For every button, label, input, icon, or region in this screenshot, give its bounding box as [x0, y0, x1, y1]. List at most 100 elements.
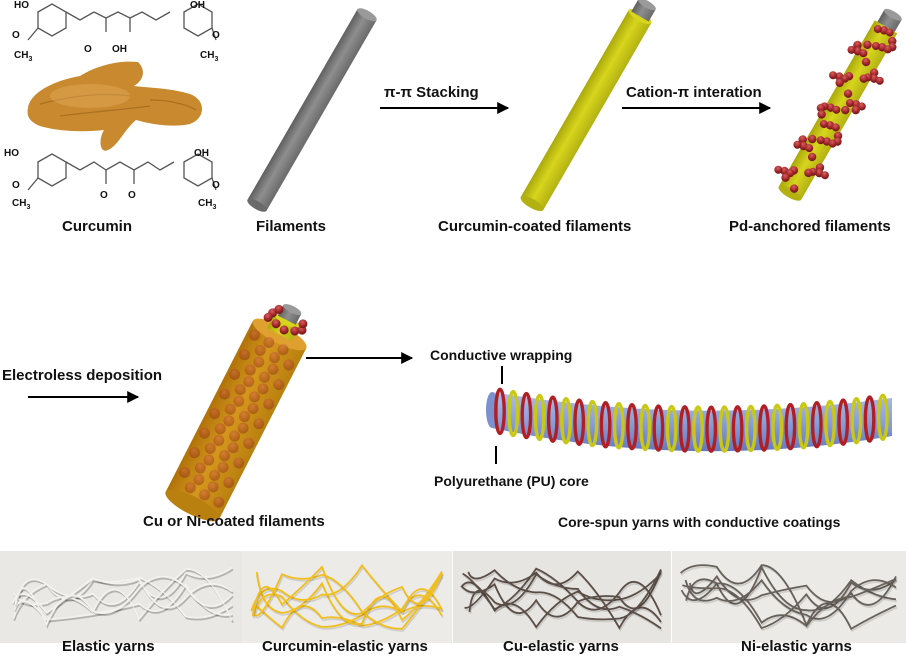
pd-particle: [835, 78, 844, 87]
pd-particle: [774, 165, 783, 174]
embedded-particle: [199, 427, 211, 439]
embedded-particle: [237, 422, 249, 434]
chem-o-methoxy-4: O: [212, 180, 220, 191]
yarn-strand: [255, 571, 443, 626]
embedded-particle: [249, 329, 261, 341]
embedded-particle: [199, 489, 211, 501]
chem-ch3-3: CH3: [12, 198, 31, 211]
pd-particle: [859, 49, 868, 58]
yarn-shadow: [256, 596, 444, 632]
label-curcumin-coated: Curcumin-coated filaments: [438, 218, 632, 235]
photo-curcumin-elastic-yarns: [242, 551, 452, 643]
yarn-shadow: [468, 571, 663, 623]
pd-particle: [828, 139, 837, 148]
label-filaments: Filaments: [256, 218, 327, 235]
pd-particle: [807, 152, 817, 162]
pd-particle: [820, 171, 829, 180]
coil-red: [652, 404, 665, 452]
yarn-strand: [11, 577, 233, 614]
pd-nanoparticles-top: [263, 304, 308, 336]
yarn-shadow: [256, 573, 444, 628]
label-cu-ni-coated: Cu or Ni-coated filaments: [143, 513, 325, 530]
embedded-particle: [263, 398, 275, 410]
yarn-shadow: [465, 572, 663, 632]
pd-particle: [843, 89, 853, 98]
embedded-particle: [233, 457, 245, 469]
label-pi-stacking: π-π Stacking: [384, 84, 479, 101]
embedded-particle: [179, 466, 191, 478]
pd-particle: [829, 71, 838, 80]
pd-particle: [279, 325, 289, 335]
coil-red: [731, 405, 744, 453]
yarn-strand: [460, 581, 662, 618]
photo-elastic-yarns: [0, 551, 242, 643]
coil-red: [784, 402, 797, 451]
coil-yellow: [850, 396, 863, 445]
yarn-shadow: [685, 580, 898, 622]
yarn-strand: [462, 567, 662, 611]
coil-red: [678, 405, 691, 453]
pd-particle: [873, 25, 882, 34]
chem-o-methoxy-1: O: [12, 30, 20, 41]
label-conductive-wrapping: Conductive wrapping: [430, 347, 573, 363]
chem-o-methoxy-2: O: [212, 30, 220, 41]
curcumin-coated-cylinder: [520, 0, 656, 212]
pd-particle: [885, 28, 894, 37]
coil-red: [705, 405, 718, 453]
yarn-shadow: [13, 570, 234, 623]
yarn-strand: [250, 563, 443, 613]
embedded-particle: [247, 403, 259, 415]
embedded-particle: [189, 447, 201, 459]
yarn-shadow: [13, 568, 234, 621]
embedded-particle: [193, 474, 205, 486]
chem-oh-1: OH: [190, 0, 205, 11]
embedded-particle: [194, 462, 206, 474]
embedded-particle: [209, 469, 221, 481]
embedded-particle: [219, 450, 231, 462]
chem-o-methoxy-3: O: [12, 180, 20, 191]
embedded-particle: [214, 423, 226, 435]
embedded-particle: [227, 442, 239, 454]
coil-yellow: [533, 393, 546, 442]
yarn-strand: [680, 564, 897, 612]
pd-particle: [274, 304, 284, 314]
pd-particle: [875, 76, 884, 85]
coil-red: [863, 395, 876, 443]
yarn-strand: [12, 566, 233, 619]
curcumin-keto-structure: [27, 153, 217, 191]
coil-yellow: [744, 404, 757, 453]
coil-yellow: [639, 403, 652, 452]
coil-yellow: [692, 405, 704, 453]
pd-nanoparticles: [774, 25, 897, 193]
yarn-shadow: [463, 569, 663, 613]
yarn-strand: [684, 578, 897, 620]
chem-o-keto-2: O: [128, 190, 136, 201]
pd-particle: [831, 123, 840, 132]
coil-red: [520, 391, 533, 440]
pd-particle: [817, 110, 826, 119]
yarn-shadow: [13, 570, 234, 623]
embedded-particle: [258, 371, 270, 383]
embedded-particle: [207, 481, 219, 493]
chem-o-1: O: [84, 44, 92, 55]
embedded-particles: [179, 329, 295, 508]
yarn-shadow: [686, 580, 898, 630]
photo-ni-elastic-yarns: [672, 551, 906, 643]
embedded-particle: [239, 349, 251, 361]
embedded-particle: [209, 408, 221, 420]
pd-particle: [271, 319, 281, 329]
coil-red: [837, 398, 850, 446]
coil-yellow: [824, 399, 836, 448]
pd-particle: [298, 319, 308, 329]
yarn-strand: [682, 578, 897, 630]
yarn-strands: [460, 567, 663, 632]
embedded-particle: [204, 442, 216, 454]
embedded-particle: [268, 352, 280, 364]
embedded-particle: [283, 359, 295, 371]
filament-gray-cylinder: [247, 8, 377, 212]
pd-particle: [863, 40, 872, 49]
chem-ho-1: HO: [14, 0, 29, 11]
yarn-strand: [14, 575, 233, 627]
embedded-particle: [224, 403, 236, 415]
pd-particle: [883, 45, 892, 54]
